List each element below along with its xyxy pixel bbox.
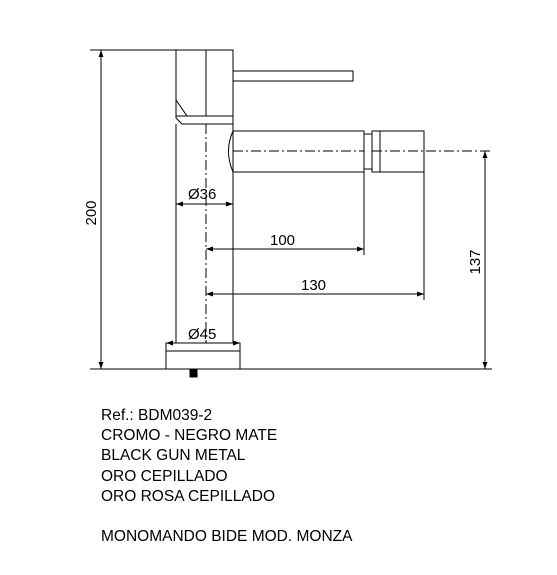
faucet-base xyxy=(165,342,241,378)
dim-overall-height xyxy=(90,49,176,370)
dim-label-d45: Ø45 xyxy=(188,326,216,343)
finish-item: ORO ROSA CEPILLADO xyxy=(101,487,275,505)
finish-item: CROMO - NEGRO MATE xyxy=(101,427,278,445)
product-name: MONOMANDO BIDE MOD. MONZA xyxy=(101,528,353,545)
faucet-body xyxy=(175,124,234,343)
dim-label-130: 130 xyxy=(301,277,326,294)
product-info: Ref.: BDM039-2 CROMO - NEGRO MATE BLACK … xyxy=(101,406,277,507)
dim-label-137: 137 xyxy=(467,249,484,274)
finish-item: BLACK GUN METAL xyxy=(101,447,246,465)
dim-outlet-reach xyxy=(206,172,425,300)
outlet-nozzle xyxy=(363,130,490,173)
dim-label-200: 200 xyxy=(83,200,100,225)
technical-drawing: 200 Ø36 100 130 137 Ø45 xyxy=(83,49,492,378)
spout xyxy=(228,130,365,173)
handle-housing xyxy=(175,49,234,117)
product-reference: Ref.: BDM039-2 xyxy=(101,407,213,424)
finish-item: ORO CEPILLADO xyxy=(101,467,228,485)
dim-outlet-height xyxy=(240,151,492,370)
collar xyxy=(175,115,234,125)
dim-label-d36: Ø36 xyxy=(188,186,216,203)
lever xyxy=(232,70,354,82)
dim-spout-reach xyxy=(206,172,365,255)
dim-label-100: 100 xyxy=(270,232,295,249)
